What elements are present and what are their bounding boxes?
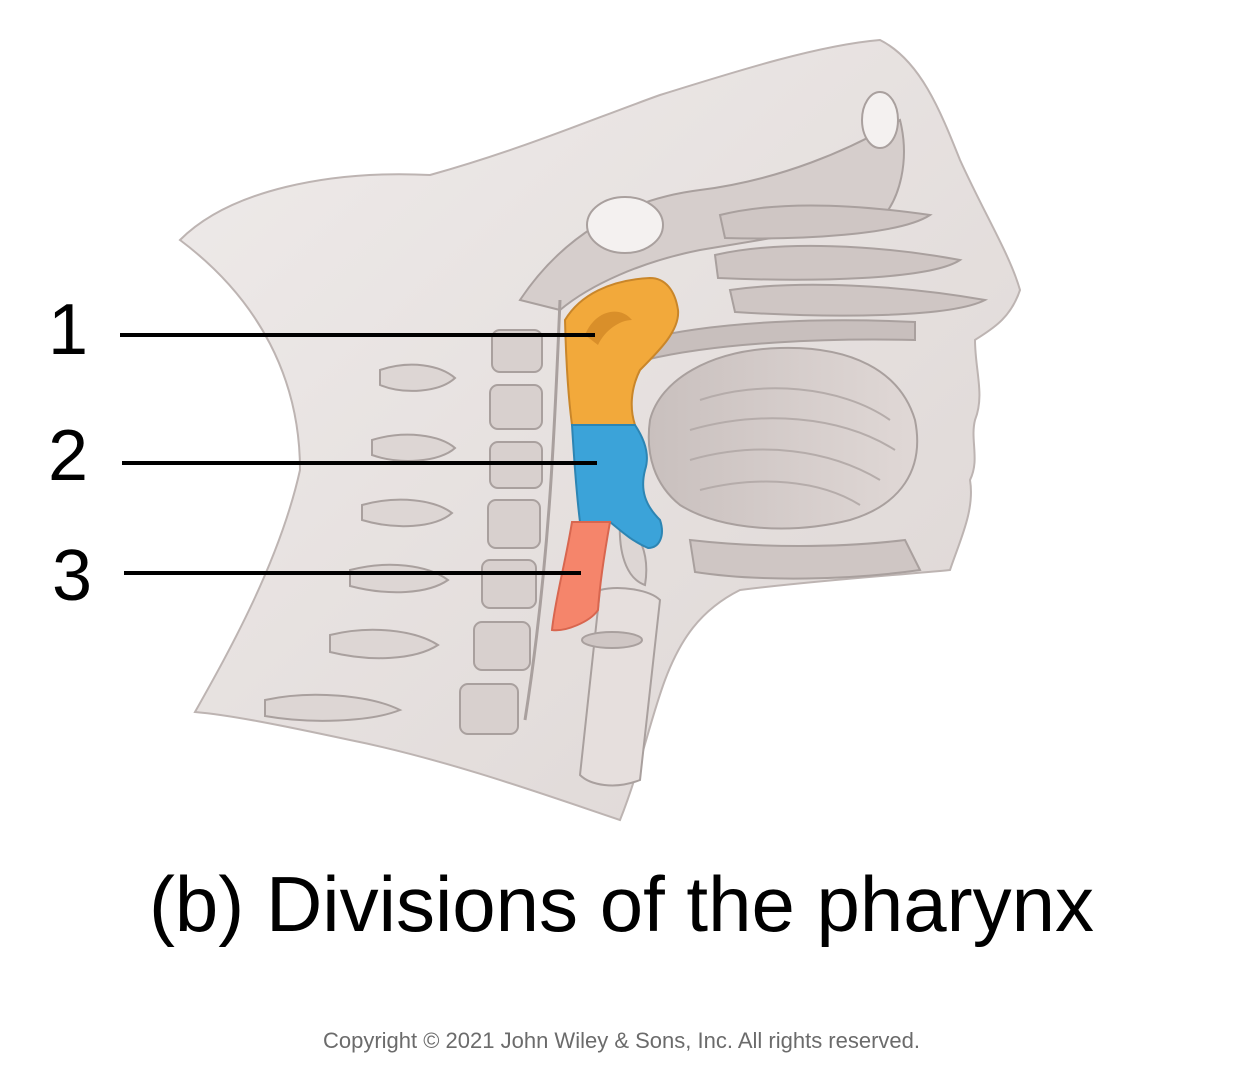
spinal-canal bbox=[523, 299, 562, 721]
nasal-conchae-shape bbox=[718, 204, 933, 240]
pharynx-region-1 bbox=[563, 276, 680, 426]
callout-number-3: 3 bbox=[52, 536, 93, 616]
copyright-notice: Copyright © 2021 John Wiley & Sons, Inc.… bbox=[322, 1028, 921, 1053]
mandible-shape bbox=[688, 538, 922, 580]
spinous-processes bbox=[264, 363, 457, 722]
nasal-conchae-shape-2 bbox=[713, 244, 963, 281]
nasal-conchae-shape-3 bbox=[728, 283, 989, 317]
vocal-fold-shape bbox=[581, 631, 643, 649]
figure-caption: (b) Divisions of the pharynx bbox=[148, 860, 1095, 948]
pharynx-region-2 bbox=[570, 424, 663, 550]
pharynx-region-1-fold bbox=[585, 311, 632, 345]
frontal-sinus-shape bbox=[861, 91, 899, 149]
sphenoid-sinus-shape bbox=[586, 196, 664, 254]
callout-number-2: 2 bbox=[48, 416, 89, 496]
callout-number-1: 1 bbox=[48, 290, 89, 370]
pharynx-region-3 bbox=[550, 521, 612, 632]
cranial-base-shape bbox=[518, 118, 905, 312]
hard-palate-shape bbox=[638, 319, 916, 362]
tongue-fibers bbox=[689, 387, 896, 506]
cervical-vertebrae bbox=[459, 329, 543, 735]
tongue-shape bbox=[647, 346, 919, 530]
